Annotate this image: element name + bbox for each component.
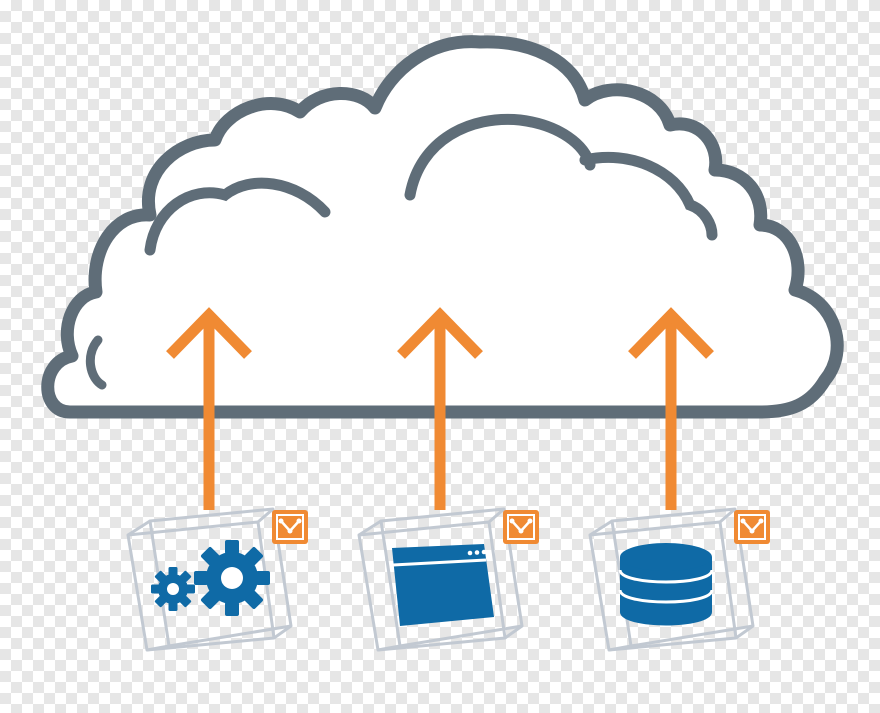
arrow-up-icon bbox=[166, 307, 252, 510]
cloud-icon bbox=[41, 35, 844, 419]
cloud-outline bbox=[41, 35, 844, 419]
database-icon bbox=[618, 543, 714, 626]
gears-icon bbox=[151, 540, 270, 616]
cloud-inner-curve-right bbox=[579, 151, 718, 241]
arrow-up-icon bbox=[397, 307, 483, 510]
cloud-inner-curve-left bbox=[144, 177, 331, 256]
arrow-up-icon bbox=[628, 307, 714, 510]
node-application bbox=[357, 507, 539, 652]
cloud-inner-curve-small bbox=[85, 335, 107, 390]
browser-window-icon bbox=[392, 544, 494, 626]
cloud-inner-curve-center bbox=[404, 113, 596, 201]
network-badge-icon bbox=[734, 510, 770, 544]
network-badge-icon bbox=[272, 510, 308, 544]
container-cube bbox=[357, 507, 524, 652]
network-badge-icon bbox=[503, 510, 539, 544]
node-database bbox=[588, 507, 770, 652]
upload-arrows bbox=[166, 307, 714, 510]
node-services bbox=[126, 507, 308, 652]
